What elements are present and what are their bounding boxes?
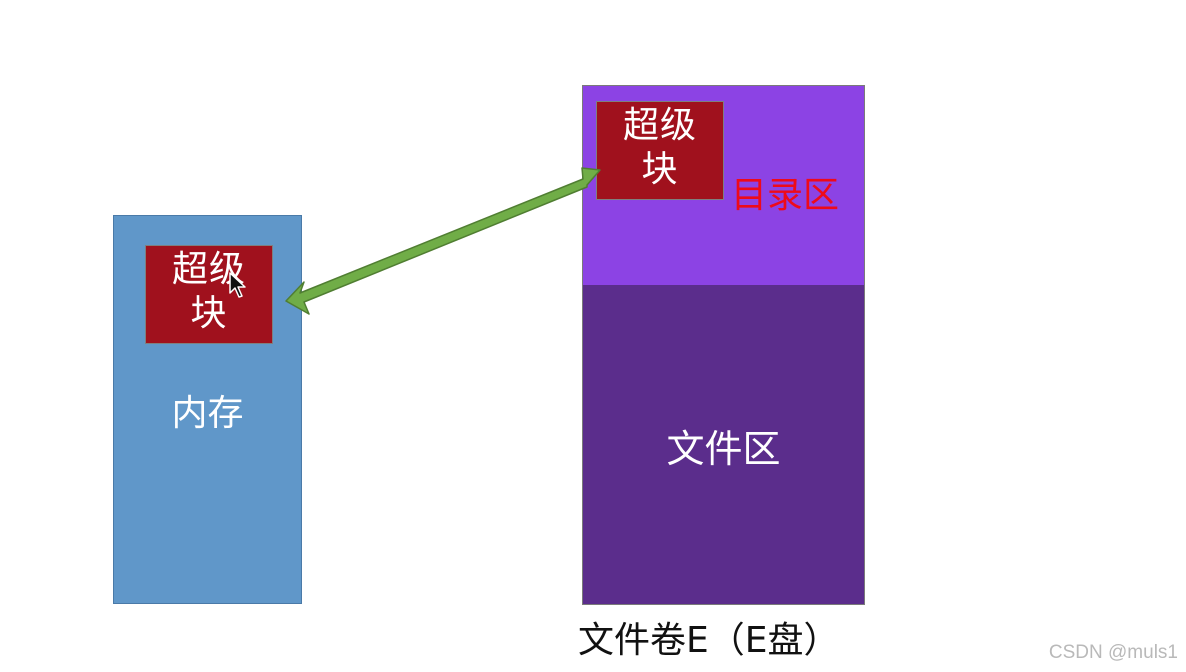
- directory-area-label: 目录区: [731, 175, 840, 216]
- memory-superblock-line-1: 超级: [171, 249, 246, 290]
- memory-superblock-line-2: 块: [190, 293, 228, 334]
- file-area-label: 文件区: [666, 427, 781, 471]
- file-area: [583, 285, 864, 604]
- volume-caption: 文件卷E（E盘）: [578, 620, 840, 661]
- watermark: CSDN @muls1: [1048, 642, 1178, 663]
- volume-superblock-line-1: 超级: [622, 105, 697, 146]
- volume-superblock-line-2: 块: [641, 149, 679, 190]
- memory-superblock: 超级 块: [145, 245, 273, 344]
- memory-label: 内存: [171, 393, 244, 434]
- double-arrow-shape: [285, 167, 601, 315]
- volume-superblock: 超级 块: [596, 101, 724, 200]
- mouse-pointer-icon: [229, 272, 246, 298]
